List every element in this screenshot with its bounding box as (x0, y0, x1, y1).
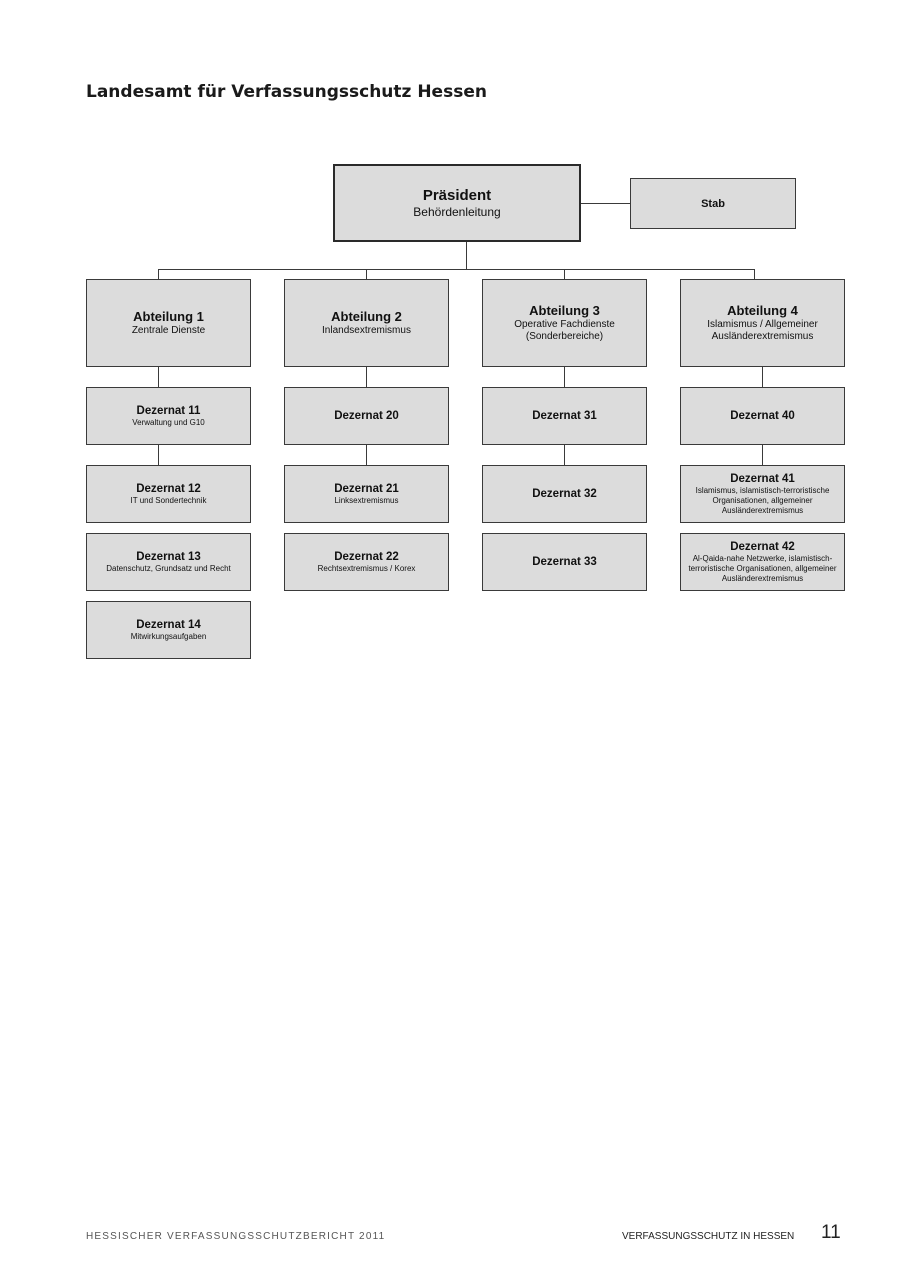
unit-subtitle: IT und Sondertechnik (130, 496, 207, 505)
unit-title: Dezernat 41 (730, 473, 795, 485)
unit-title: Dezernat 40 (730, 410, 795, 422)
page-title: Landesamt für Verfassungsschutz Hessen (86, 82, 487, 102)
unit-box: Dezernat 12 IT und Sondertechnik (86, 465, 251, 523)
unit-subtitle: Rechtsextremismus / Korex (317, 564, 416, 573)
unit-box: Dezernat 11 Verwaltung und G10 (86, 387, 251, 445)
unit-title: Dezernat 22 (334, 551, 399, 563)
stab-box: Stab (630, 178, 796, 229)
unit-box: Dezernat 32 (482, 465, 647, 523)
unit-title: Dezernat 14 (136, 619, 201, 631)
unit-title: Dezernat 13 (136, 551, 201, 563)
department-3-box: Abteilung 3 Operative Fachdienste (Sonde… (482, 279, 647, 367)
connector-president-down (466, 241, 467, 269)
connector-col2-a (366, 366, 367, 387)
unit-title: Dezernat 20 (334, 410, 399, 422)
department-title: Abteilung 1 (133, 309, 204, 324)
unit-subtitle: Mitwirkungsaufgaben (130, 632, 207, 641)
connector-col1-top (158, 269, 159, 279)
connector-horizontal-bus (158, 269, 755, 270)
unit-box: Dezernat 21 Linksextremismus (284, 465, 449, 523)
department-1-box: Abteilung 1 Zentrale Dienste (86, 279, 251, 367)
footer-section: VERFASSUNGSSCHUTZ IN HESSEN (622, 1231, 795, 1242)
connector-col1-a (158, 366, 159, 387)
connector-president-stab (581, 203, 630, 204)
connector-col2-b (366, 444, 367, 465)
department-title: Abteilung 4 (727, 303, 798, 318)
department-2-box: Abteilung 2 Inlandsextremismus (284, 279, 449, 367)
department-4-box: Abteilung 4 Islamismus / Allgemeiner Aus… (680, 279, 845, 367)
connector-tick-1 (366, 269, 367, 279)
department-subtitle: Islamismus / Allgemeiner Ausländerextrem… (707, 319, 818, 342)
connector-col3-a (564, 366, 565, 387)
unit-box: Dezernat 33 (482, 533, 647, 591)
president-title: Präsident (422, 186, 492, 204)
department-subtitle: Inlandsextremismus (322, 325, 411, 336)
department-subtitle: Operative Fachdienste (Sonderbereiche) (514, 319, 615, 342)
unit-subtitle: Al-Qaida-nahe Netzwerke, islamistisch-te… (688, 554, 837, 583)
unit-box: Dezernat 14 Mitwirkungsaufgaben (86, 601, 251, 659)
stab-title: Stab (701, 197, 725, 210)
unit-box: Dezernat 40 (680, 387, 845, 445)
unit-title: Dezernat 31 (532, 410, 597, 422)
connector-col3-b (564, 444, 565, 465)
president-box: Präsident Behördenleitung (333, 164, 581, 242)
unit-subtitle: Islamismus, islamistisch-terroristische … (695, 486, 830, 515)
unit-subtitle: Linksextremismus (334, 496, 399, 505)
footer-publication: HESSISCHER VERFASSUNGSSCHUTZBERICHT 2011 (86, 1231, 386, 1242)
connector-col4-a (762, 366, 763, 387)
department-subtitle: Zentrale Dienste (131, 325, 206, 336)
unit-box: Dezernat 31 (482, 387, 647, 445)
unit-box: Dezernat 22 Rechtsextremismus / Korex (284, 533, 449, 591)
president-subtitle: Behördenleitung (413, 204, 501, 219)
unit-title: Dezernat 11 (136, 405, 201, 417)
connector-col4-top (754, 269, 755, 279)
unit-box: Dezernat 42 Al-Qaida-nahe Netzwerke, isl… (680, 533, 845, 591)
department-title: Abteilung 2 (331, 309, 402, 324)
unit-title: Dezernat 21 (334, 483, 399, 495)
department-title: Abteilung 3 (529, 303, 600, 318)
connector-tick-2 (564, 269, 565, 279)
unit-title: Dezernat 32 (532, 488, 597, 500)
unit-title: Dezernat 12 (136, 483, 201, 495)
org-chart: Präsident Behördenleitung Stab Abteilung… (86, 164, 845, 659)
connector-col1-b (158, 444, 159, 465)
unit-subtitle: Verwaltung und G10 (132, 418, 205, 427)
unit-title: Dezernat 42 (730, 541, 795, 553)
unit-subtitle: Datenschutz, Grundsatz und Recht (106, 564, 231, 573)
page-number: 11 (821, 1222, 841, 1243)
connector-col4-b (762, 444, 763, 465)
unit-box: Dezernat 13 Datenschutz, Grundsatz und R… (86, 533, 251, 591)
unit-box: Dezernat 20 (284, 387, 449, 445)
unit-title: Dezernat 33 (532, 556, 597, 568)
unit-box: Dezernat 41 Islamismus, islamistisch-ter… (680, 465, 845, 523)
